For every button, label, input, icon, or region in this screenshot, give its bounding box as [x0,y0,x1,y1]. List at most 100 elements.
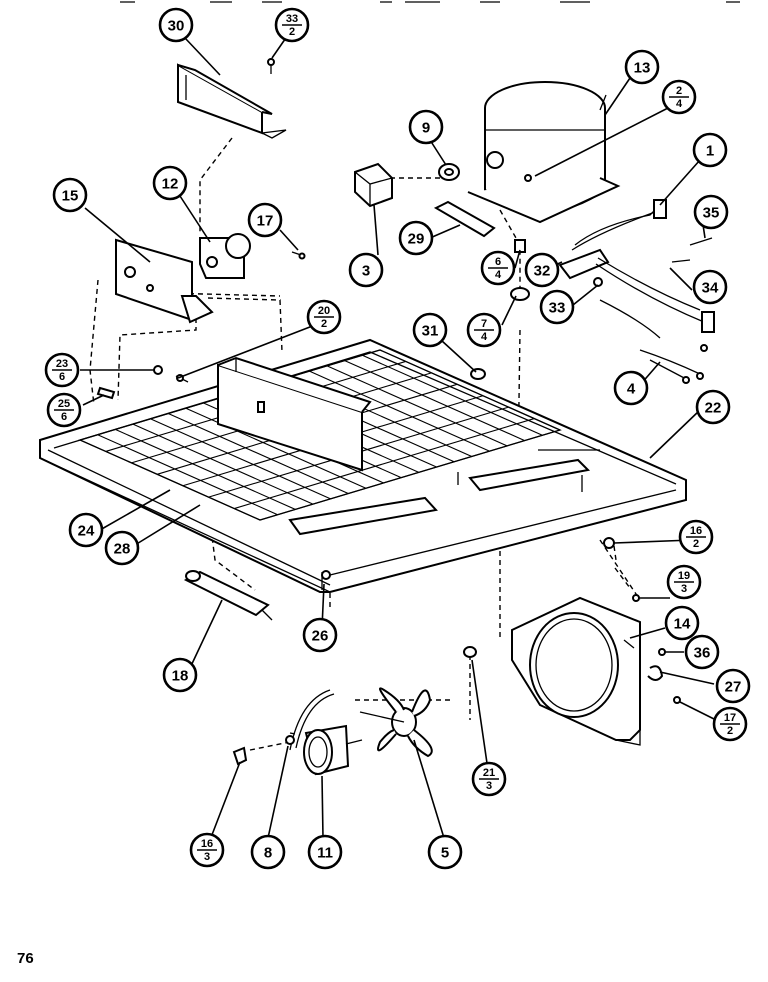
part-3-relay [354,162,393,208]
part-1-wiring-harness [558,199,715,384]
callout-28: 28 [104,530,140,566]
callout-4: 4 [613,370,649,406]
part-29-clip [433,200,496,238]
callout-circle [693,194,729,230]
callout-circle [348,252,384,288]
part-21-grommet [463,646,477,658]
callout-label: 14 [674,616,691,633]
callout-label: 34 [702,280,719,297]
callout-label: 29 [408,231,425,248]
part-16-3-screw [232,746,248,766]
callout-26: 26 [302,617,338,653]
callout-label: 19 [678,570,690,582]
callout-circle [398,220,434,256]
coil-tube [97,434,278,516]
callout-label: 21 [483,767,495,779]
callout-circle [302,617,338,653]
callout-label: 2 [676,85,682,97]
callout-label: 27 [725,679,742,696]
callout-label: 33 [286,13,298,25]
part-13-compressor [467,81,621,224]
callout-quantity: 3 [204,851,210,863]
coil-tube [362,354,543,436]
callout-2-4: 24 [661,79,697,115]
callout-label: 3 [362,263,370,280]
part-16-screw [603,537,615,549]
part-11-fan-motor [303,724,363,776]
callout-11: 11 [307,834,343,870]
callout-circle [250,834,286,870]
callout-label: 28 [114,541,131,558]
page-number: 76 [17,950,34,967]
callout-circle [247,202,283,238]
callout-quantity: 2 [289,26,295,38]
callout-circle [664,605,700,641]
callout-label: 4 [627,381,636,398]
part-20-divider [217,356,372,472]
coil-tube [168,413,349,495]
callout-circle [104,530,140,566]
callout-label: 30 [168,18,185,35]
callout-7-4: 74 [466,312,502,348]
callout-label: 8 [264,845,272,862]
callout-3: 3 [348,252,384,288]
callout-circle [715,668,751,704]
callout-circle [524,252,560,288]
callout-quantity: 2 [727,725,733,737]
callout-19-3: 193 [666,564,702,600]
callout-33: 33 [539,289,575,325]
callout-circle [427,834,463,870]
leader-lines [80,31,721,841]
callout-quantity: 3 [681,583,687,595]
callout-label: 17 [257,213,274,230]
coil-tube [79,439,261,521]
callout-label: 23 [56,358,68,370]
callout-label: 18 [172,668,189,685]
coil-fin [234,418,535,510]
part-15-plate [115,238,214,324]
callout-17-2: 172 [712,706,748,742]
callout-24: 24 [68,512,104,548]
callout-13: 13 [624,49,660,85]
part-5-fan-blade [359,687,433,758]
callout-label: 13 [634,60,651,77]
part-17-screw [291,251,306,260]
callout-16-2: 162 [678,519,714,555]
callout-circle [158,7,194,43]
callout-circle [692,269,728,305]
callout-9: 9 [408,109,444,145]
callout-label: 16 [201,838,213,850]
callout-quantity: 4 [676,98,683,110]
callout-1: 1 [692,132,728,168]
callout-36: 36 [684,634,720,670]
part-36-27-fasteners [632,594,681,704]
callout-30: 30 [158,7,194,43]
callout-label: 22 [705,400,722,417]
callout-20-2: 202 [306,299,342,335]
coil-tube [150,418,331,500]
part-25-screw [96,386,116,400]
callout-16-3: 163 [189,832,225,868]
callout-14: 14 [664,605,700,641]
callout-label: 11 [317,845,333,862]
part-14-fan-shroud [511,596,641,746]
callout-label: 1 [706,143,714,160]
callout-label: 17 [724,712,736,724]
callout-35: 35 [693,194,729,230]
callout-32: 32 [524,252,560,288]
callout-5: 5 [427,834,463,870]
callout-label: 5 [441,845,449,862]
callout-circle [152,165,188,201]
part-12-timer [199,233,251,279]
callout-label: 24 [78,523,95,540]
coil-fin [259,429,561,521]
callout-quantity: 3 [486,780,492,792]
callout-22: 22 [695,389,731,425]
callout-circle [684,634,720,670]
callout-label: 31 [422,323,439,340]
coil-tube [132,423,314,505]
callout-label: 33 [549,300,566,317]
callout-label: 6 [495,256,501,268]
callout-circle [68,512,104,548]
